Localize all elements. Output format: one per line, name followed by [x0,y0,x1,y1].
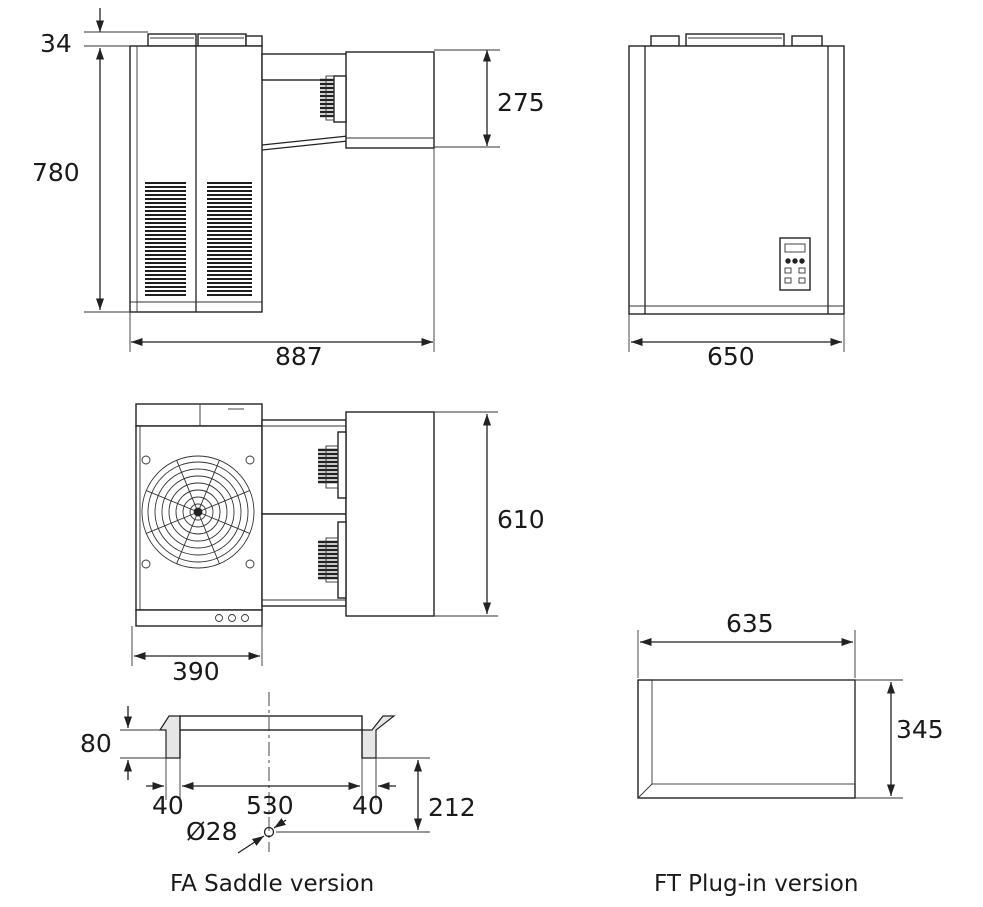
caption-plugin-version: FT Plug-in version [654,871,858,897]
side-view: 34 780 275 887 [32,8,545,371]
plugin-frame-inner [651,679,856,785]
plugin-frame-outer [637,679,856,799]
top-fan-cover-right [197,33,247,47]
dim-label-887: 887 [275,342,323,371]
pipe-hole-icon [263,826,275,838]
front-view: 650 [628,33,845,371]
evaporator-fan-upper [318,431,347,499]
dim-label-650: 650 [707,342,755,371]
condensing-unit-plan [135,425,263,611]
dim-label-40-left: 40 [152,791,184,820]
dim-label-345: 345 [896,715,944,744]
dim-label-80: 80 [80,729,112,758]
evaporator-plan [345,411,435,617]
vent-grille-right [207,181,252,297]
dim-label-610: 610 [497,505,545,534]
dim-label-40-right: 40 [352,791,384,820]
saddle-right-flange [361,715,396,759]
fan-motor-icon [320,75,347,123]
evaporator-fan-lower [318,521,347,599]
dim-label-635: 635 [726,609,774,638]
top-fan-cover [685,33,785,47]
dim-label-275: 275 [497,88,545,117]
dim-label-34: 34 [40,29,72,58]
plan-view: 610 390 [131,403,545,686]
plugin-detail: 635 345 FT Plug-in version [637,609,944,897]
evaporator-unit [345,51,435,149]
dim-label-530: 530 [246,791,294,820]
dim-label-212: 212 [428,793,476,822]
saddle-left-flange [158,715,181,759]
front-panel [628,45,845,315]
caption-saddle-version: FA Saddle version [170,871,374,897]
dim-label-diameter: Ø28 [186,817,238,846]
vent-grille-left [145,181,186,297]
control-panel-icon [779,237,811,291]
dim-label-390: 390 [172,657,220,686]
top-fan-cover-left [147,33,197,47]
saddle-bridge [179,715,363,731]
dim-label-780: 780 [32,158,80,187]
saddle-detail: 80 40 530 40 212 Ø28 FA Saddle version [80,692,476,897]
fan-guard-icon [141,455,255,569]
